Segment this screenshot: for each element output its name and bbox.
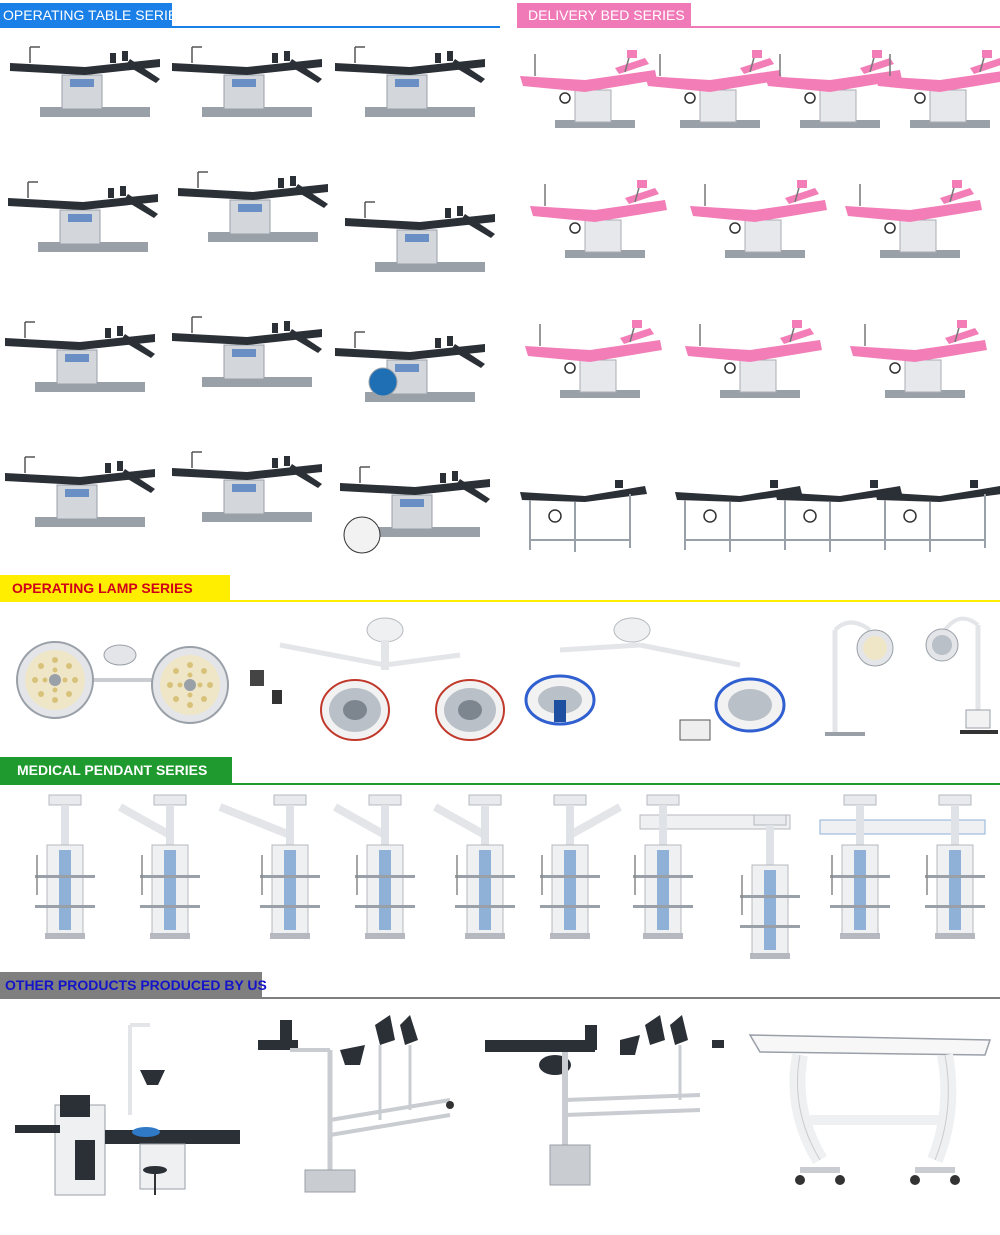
delivery-bed-image (684, 319, 823, 399)
operating-table-image (9, 46, 161, 118)
other-products (15, 1015, 992, 1196)
operating-table-image (7, 181, 159, 253)
operating-table-image (171, 316, 323, 388)
control-panel-inset (368, 367, 398, 397)
delivery-bed-image (849, 319, 988, 399)
blue-ring-operating-lamp-image (524, 617, 786, 741)
medical-pendant-series-header: MEDICAL PENDANT SERIES (0, 757, 232, 784)
operating-table-image (334, 331, 486, 403)
medical-pendant-divider (0, 783, 1000, 785)
traction-workstation-image (15, 1023, 240, 1196)
orthopedic-traction-frame-image (258, 1015, 454, 1193)
x-ray-table-image (748, 1034, 992, 1185)
operating-lamp-products (16, 616, 998, 741)
operating-table-image (334, 46, 486, 118)
delivery-bed-series-header: DELIVERY BED SERIES (517, 3, 691, 27)
delivery-bed-image (644, 49, 783, 129)
mobile-operating-lamp-image (825, 616, 998, 736)
operating-table-products (4, 46, 496, 554)
delivery-bed-image (764, 49, 903, 129)
led-operating-lamp-image (16, 641, 282, 724)
operating-table-image (4, 321, 156, 393)
medical-pendant-image (433, 794, 516, 940)
delivery-bed-image (519, 479, 648, 553)
delivery-bed-image (844, 179, 983, 259)
delivery-bed-image (874, 49, 1000, 129)
medical-pendant-image (333, 794, 416, 940)
medical-pendant-image (218, 794, 321, 940)
other-products-divider (0, 997, 1000, 999)
medical-pendant-image (819, 794, 986, 940)
operating-table-divider (0, 26, 500, 28)
delivery-bed-image (524, 319, 663, 399)
operating-table-image (4, 456, 156, 528)
operating-table-image (177, 171, 329, 243)
halogen-operating-lamp-image (279, 617, 505, 741)
delivery-bed-image (689, 179, 828, 259)
operating-lamp-divider (0, 600, 1000, 602)
operating-lamp-series-header: OPERATING LAMP SERIES (0, 575, 230, 602)
medical-pendant-image (632, 794, 801, 960)
operating-table-image (344, 201, 496, 273)
delivery-bed-image (519, 49, 658, 129)
medical-pendant-image (118, 794, 201, 940)
delivery-bed-products (519, 49, 1000, 553)
delivery-bed-image (529, 179, 668, 259)
operating-table-image (171, 46, 323, 118)
operating-table-image (171, 451, 323, 523)
other-products-header: OTHER PRODUCTS PRODUCED BY US (0, 972, 267, 999)
medical-pendant-image (539, 794, 622, 940)
medical-pendant-products (34, 794, 986, 960)
delivery-bed-image (674, 479, 803, 553)
operating-table-series-header: OPERATING TABLE SERIES (0, 3, 187, 27)
orthopedic-traction-frame-image (485, 1015, 724, 1186)
clamp-inset (343, 516, 381, 554)
medical-pendant-image (34, 794, 96, 940)
delivery-bed-divider (517, 26, 1000, 28)
